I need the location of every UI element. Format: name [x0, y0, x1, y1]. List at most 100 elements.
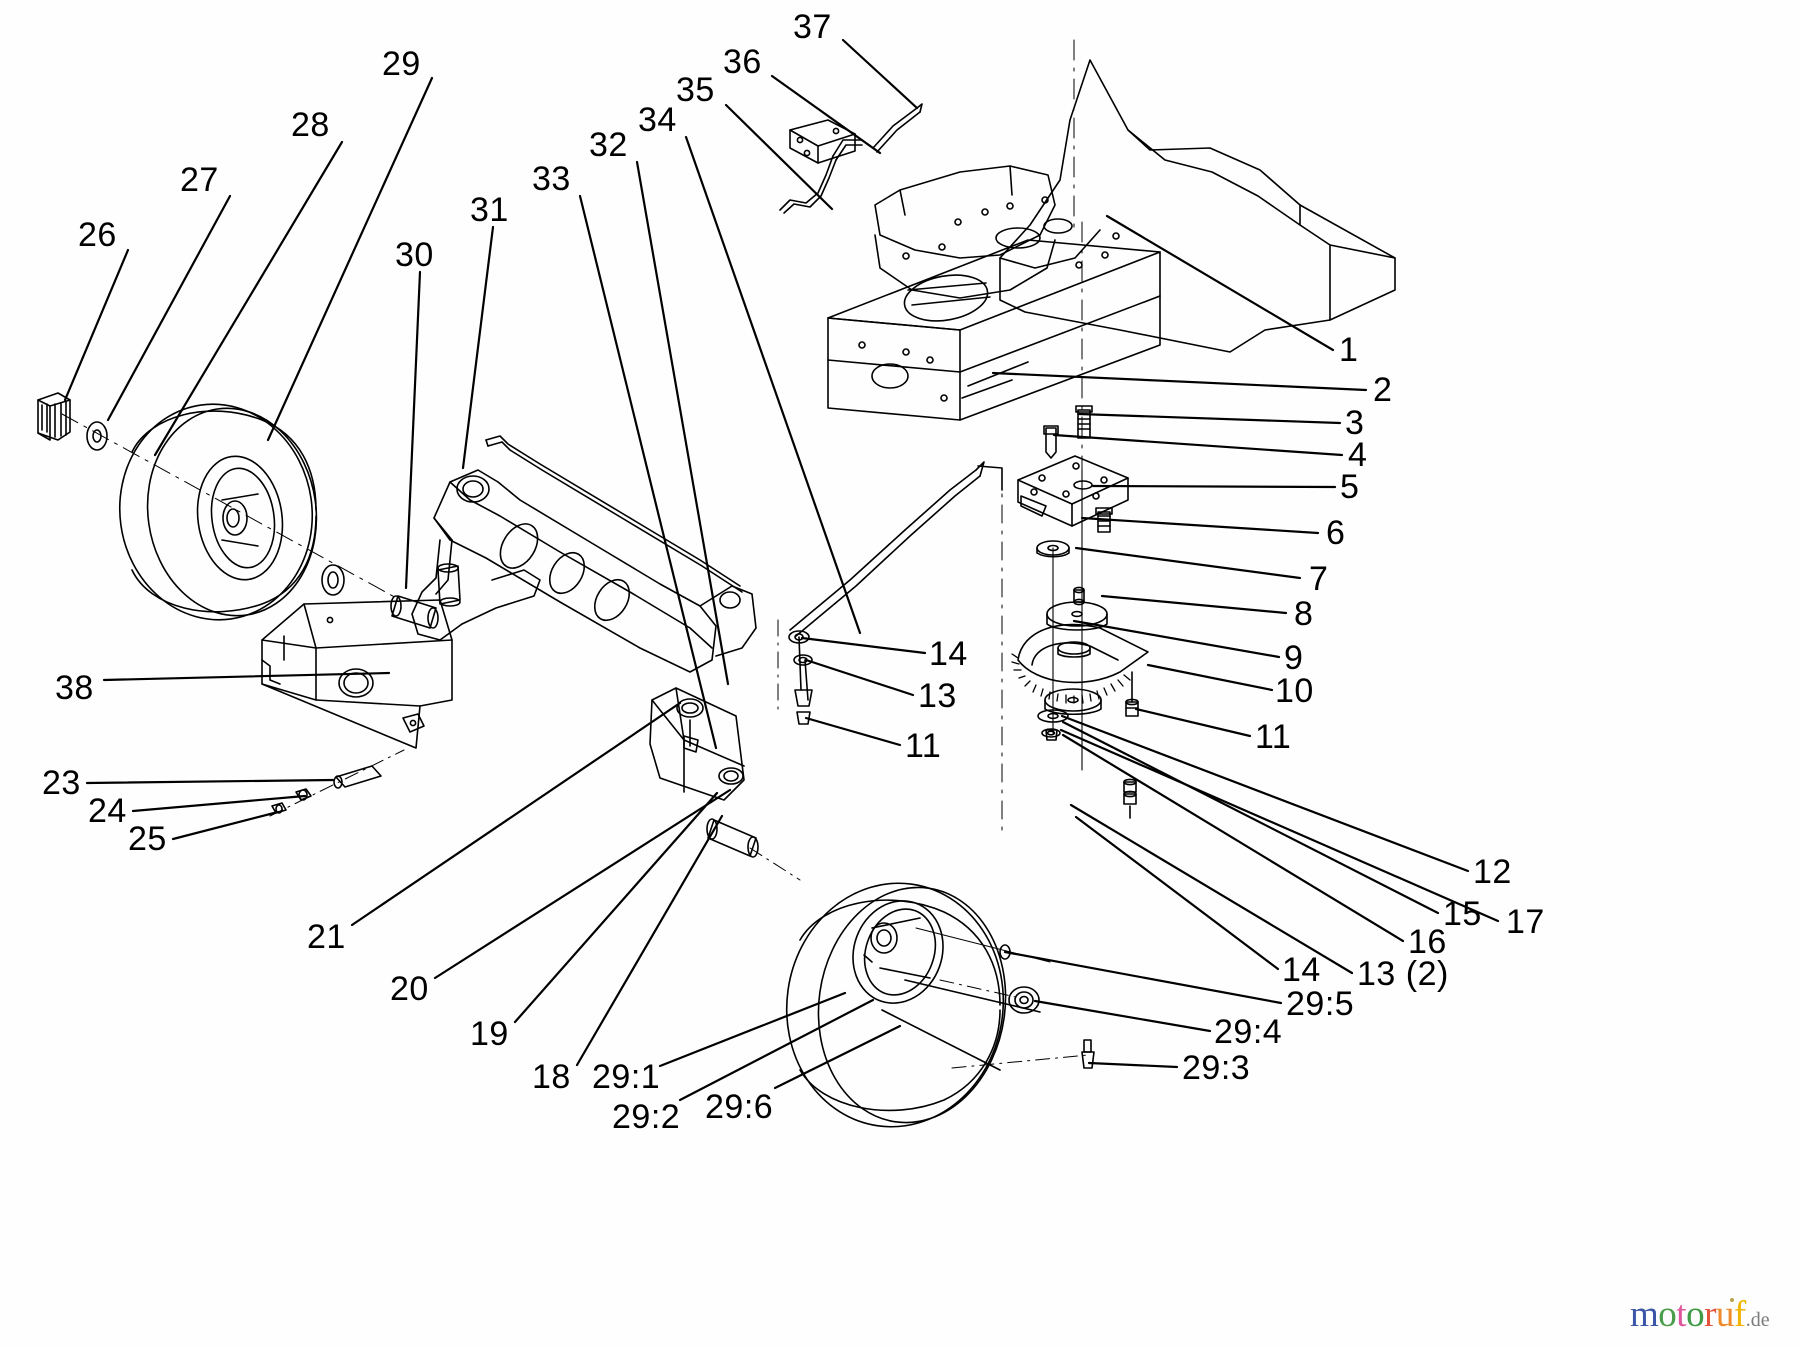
motoruf-watermark: motoruf.de — [1630, 1296, 1770, 1333]
callout-label-30: 30 — [395, 236, 434, 274]
callout-label-26: 26 — [78, 216, 117, 254]
leader-line-5 — [1091, 484, 1337, 489]
leader-line-26 — [63, 248, 130, 402]
leader-line-38 — [102, 671, 391, 682]
callout-label-31: 31 — [470, 191, 509, 229]
leader-line-14-mid — [800, 636, 927, 655]
callout-label-6: 6 — [1326, 514, 1346, 552]
callout-label-37: 37 — [793, 8, 832, 46]
leader-line-29-2 — [678, 998, 875, 1102]
callout-label-38: 38 — [55, 669, 94, 707]
leader-line-13-2 — [1069, 803, 1354, 975]
callout-label-5: 5 — [1340, 468, 1360, 506]
callout-label-8: 8 — [1294, 595, 1314, 633]
leader-line-37 — [841, 38, 919, 110]
callout-label-11-right: 11 — [1255, 718, 1292, 756]
callout-label-1: 1 — [1339, 331, 1359, 369]
tractor-frame-drawing — [827, 39, 1396, 761]
leader-line-29-6 — [773, 1024, 902, 1090]
left-spindle-support — [261, 595, 453, 817]
callout-label-34: 34 — [638, 101, 677, 139]
callout-label-33: 33 — [532, 160, 571, 198]
callout-label-14-low: 14 — [1282, 951, 1321, 989]
watermark-letter-0: m — [1630, 1294, 1659, 1335]
callout-label-16: 16 — [1408, 923, 1447, 961]
leader-line-21 — [350, 701, 682, 927]
callout-label-27: 27 — [180, 161, 219, 199]
callout-label-3: 3 — [1345, 404, 1365, 442]
callout-label-15: 15 — [1443, 895, 1482, 933]
leader-line-7 — [1074, 546, 1302, 580]
callout-label-11-mid: 11 — [905, 727, 942, 765]
callout-label-13-mid: 13 — [918, 677, 957, 715]
leader-line-3 — [1077, 412, 1342, 425]
callout-label-35: 35 — [676, 71, 715, 109]
leader-line-8 — [1100, 594, 1288, 615]
watermark-dot — [1729, 1298, 1734, 1302]
callout-label-20: 20 — [390, 970, 429, 1008]
front-axle-beam — [411, 435, 1003, 881]
leader-line-14-low — [1074, 815, 1280, 971]
callout-label-10: 10 — [1275, 672, 1314, 710]
leader-line-20 — [433, 788, 732, 980]
leader-line-29 — [266, 76, 434, 442]
callout-label-29: 29 — [382, 45, 421, 83]
leader-line-12 — [1060, 714, 1470, 873]
callout-label-36: 36 — [723, 43, 762, 81]
callout-label-4: 4 — [1348, 436, 1368, 474]
leader-line-2 — [991, 371, 1368, 392]
leader-line-33 — [578, 194, 718, 750]
callout-label-2: 2 — [1373, 371, 1393, 409]
steering-column-stack — [1011, 405, 1149, 819]
leader-line-10 — [1146, 663, 1274, 692]
callout-leader-lines — [63, 38, 1500, 1102]
callout-label-17: 17 — [1506, 903, 1545, 941]
left-front-wheel — [37, 392, 401, 621]
leader-line-34 — [684, 135, 862, 635]
callout-label-13-2: 13 (2) — [1357, 955, 1449, 993]
watermark-letter-4: r — [1704, 1294, 1716, 1335]
leader-line-29-3 — [1087, 1061, 1179, 1069]
callout-label-23: 23 — [42, 764, 81, 802]
watermark-letter-2: t — [1676, 1294, 1687, 1335]
callout-label-29-1: 29:1 — [592, 1058, 661, 1096]
leader-line-23 — [85, 778, 335, 785]
leader-line-25 — [171, 810, 280, 841]
leader-line-31 — [461, 225, 495, 470]
callout-label-29-2: 29:2 — [612, 1098, 681, 1136]
leader-line-15 — [1061, 720, 1440, 915]
leader-line-30 — [404, 270, 422, 590]
callout-label-29-6: 29:6 — [705, 1088, 774, 1126]
leader-line-13-mid — [804, 658, 915, 697]
callout-label-32: 32 — [589, 126, 628, 164]
callout-label-25: 25 — [128, 820, 167, 858]
leader-line-29-1 — [658, 991, 847, 1068]
watermark-wordmark: motoruf — [1630, 1294, 1746, 1335]
watermark-letter-1: o — [1658, 1294, 1677, 1335]
callout-label-14-mid: 14 — [929, 635, 968, 673]
leader-line-28 — [153, 140, 344, 457]
watermark-letter-3: o — [1686, 1294, 1705, 1335]
leader-line-29-5 — [1003, 950, 1283, 1005]
leader-line-11-right — [1134, 707, 1252, 738]
leader-line-17 — [1059, 728, 1500, 923]
watermark-letter-5: u — [1715, 1294, 1735, 1335]
callout-label-29-4: 29:4 — [1214, 1013, 1283, 1051]
leader-line-19 — [513, 791, 719, 1024]
callout-label-29-3: 29:3 — [1182, 1049, 1251, 1087]
leader-line-9 — [1072, 619, 1281, 659]
callout-label-12: 12 — [1473, 853, 1512, 891]
right-front-wheel — [785, 882, 1095, 1128]
leader-line-27 — [106, 194, 232, 422]
leader-line-6 — [1080, 516, 1320, 535]
callout-label-29-5: 29:5 — [1286, 985, 1355, 1023]
watermark-letter-6: f — [1733, 1294, 1746, 1335]
callout-label-18: 18 — [532, 1058, 571, 1096]
leader-line-29-4 — [1033, 999, 1212, 1033]
leader-line-18 — [575, 814, 724, 1067]
callout-label-7: 7 — [1309, 560, 1329, 598]
callout-label-21: 21 — [307, 918, 346, 956]
leader-line-16 — [1061, 733, 1405, 943]
leader-line-32 — [635, 160, 730, 686]
leader-line-24 — [131, 794, 307, 813]
